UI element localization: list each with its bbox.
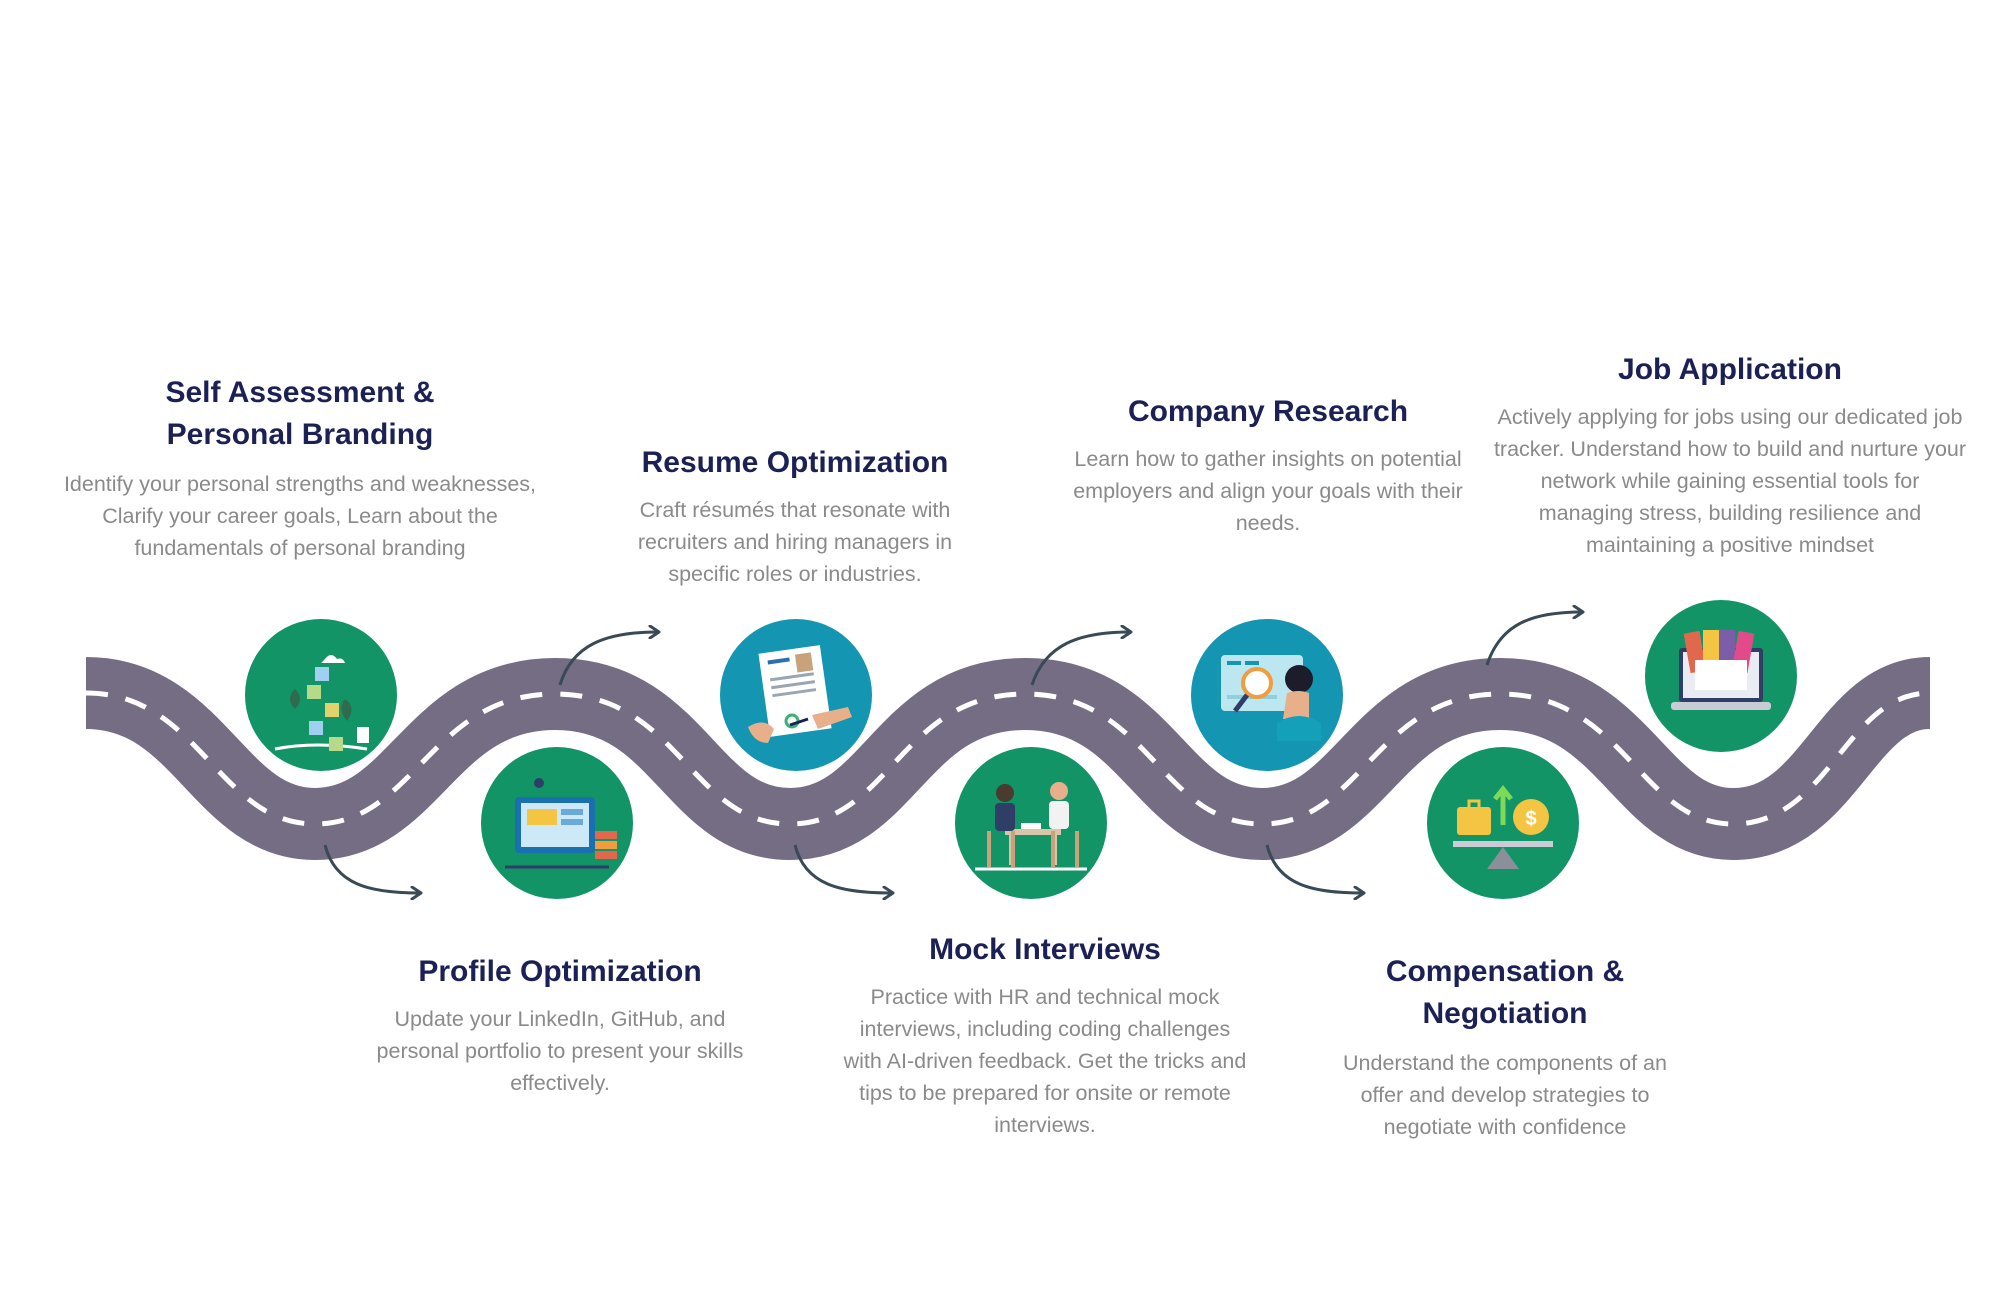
step-self-assessment: Self Assessment & Personal Branding Iden… xyxy=(55,372,545,564)
step-description: Understand the components of an offer an… xyxy=(1343,1051,1667,1139)
road-center-line xyxy=(85,690,1931,827)
step-description: Update your LinkedIn, GitHub, and person… xyxy=(376,1007,744,1095)
arrow-step3-to-step4 xyxy=(793,844,892,893)
step-title: Job Application xyxy=(1618,353,1842,386)
step-compensation-negotiation: Compensation & Negotiation Understand th… xyxy=(1315,951,1695,1143)
brand-blocks-icon xyxy=(245,619,397,771)
step-company-research: Company Research Learn how to gather ins… xyxy=(1048,391,1488,539)
step-description: Identify your personal strengths and wea… xyxy=(63,472,537,560)
arrow-step1-to-step2 xyxy=(323,844,420,893)
step-description: Actively applying for jobs using our ded… xyxy=(1493,405,1967,557)
interview-table-icon xyxy=(955,747,1107,899)
resume-sign-icon xyxy=(720,619,872,771)
step-title: Mock Interviews xyxy=(929,933,1161,966)
step-mock-interviews: Mock Interviews Practice with HR and tec… xyxy=(835,929,1255,1141)
magnifier-research-icon xyxy=(1191,619,1343,771)
step-profile-optimization: Profile Optimization Update your LinkedI… xyxy=(345,951,775,1099)
laptop-applications-icon xyxy=(1645,600,1797,752)
svg-text:$: $ xyxy=(1525,808,1536,830)
step-description: Learn how to gather insights on potentia… xyxy=(1073,447,1463,535)
arrow-step6-to-step7 xyxy=(1485,612,1582,666)
step-job-application: Job Application Actively applying for jo… xyxy=(1490,349,1970,561)
step-title: Self Assessment & Personal Branding xyxy=(165,376,435,451)
step-title: Profile Optimization xyxy=(418,955,702,988)
balance-scale-icon: $ xyxy=(1427,747,1579,899)
step-resume-optimization: Resume Optimization Craft résumés that r… xyxy=(600,442,990,590)
step-title: Company Research xyxy=(1127,395,1409,428)
step-description: Craft résumés that resonate with recruit… xyxy=(637,498,953,586)
step-title: Resume Optimization xyxy=(641,446,949,479)
arrow-step2-to-step3 xyxy=(558,632,658,686)
arrow-step5-to-step6 xyxy=(1265,844,1363,893)
arrow-step4-to-step5 xyxy=(1030,632,1130,686)
website-build-icon xyxy=(481,747,633,899)
step-description: Practice with HR and technical mock inte… xyxy=(843,985,1247,1137)
step-title: Compensation & Negotiation xyxy=(1385,955,1625,1030)
